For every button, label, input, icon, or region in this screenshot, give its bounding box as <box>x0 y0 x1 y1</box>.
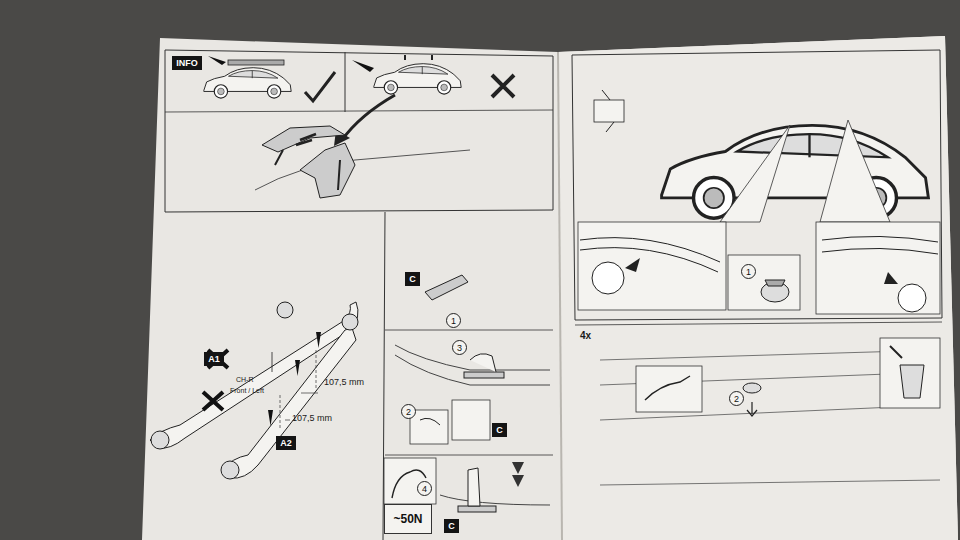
tag-label: A1 <box>204 352 224 366</box>
label-text: 3 <box>457 343 462 353</box>
dimension-label: 107,5 mm <box>292 413 332 423</box>
dimension-label: Front / Left <box>230 387 264 394</box>
label-text: INFO <box>176 58 198 68</box>
label-text: A1 <box>208 354 220 364</box>
step-number: 2 <box>729 391 744 406</box>
label-text: C <box>496 425 503 435</box>
tag-label: C <box>405 272 420 286</box>
step-number: 4 <box>417 481 432 496</box>
step-number: 2 <box>401 404 416 419</box>
tag-label: C <box>492 423 507 437</box>
label-text: 2 <box>406 407 411 417</box>
label-text: A2 <box>280 438 292 448</box>
label-text: C <box>409 274 416 284</box>
label-text: ~50N <box>393 512 422 526</box>
force-box: ~50N <box>384 504 432 534</box>
dimension-label: 107,5 mm <box>324 377 364 387</box>
dimension-label: CH-R <box>236 376 254 383</box>
label-text: 4 <box>422 484 427 494</box>
label-text: 1 <box>451 316 456 326</box>
tag-label: INFO <box>172 56 202 70</box>
label-text: 2 <box>734 394 739 404</box>
step-number: 1 <box>446 313 461 328</box>
step-number: 1 <box>741 264 756 279</box>
tag-label: C <box>444 519 459 533</box>
label-text: 1 <box>746 267 751 277</box>
tag-label: A2 <box>276 436 296 450</box>
label-text: C <box>448 521 455 531</box>
step-number: 3 <box>452 340 467 355</box>
dimension-label: 4x <box>580 330 591 341</box>
